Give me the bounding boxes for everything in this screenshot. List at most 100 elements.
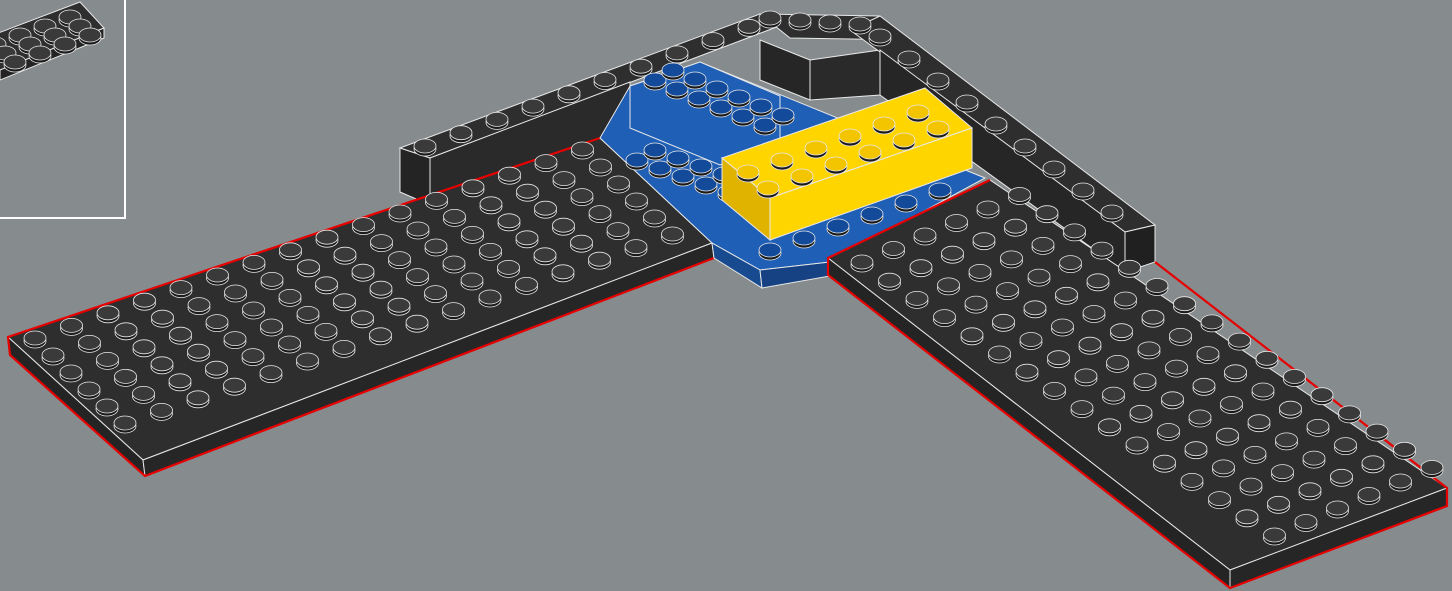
stud [1280,401,1302,418]
stud [690,159,712,176]
stud [260,366,282,383]
stud [993,314,1015,331]
stud [572,142,594,159]
stud [261,319,283,336]
stud [151,403,173,420]
stud [389,252,411,269]
stud [1209,492,1231,509]
stud [1119,260,1141,277]
stud [644,210,666,227]
stud [589,206,611,223]
stud [79,28,101,45]
stud [873,117,895,134]
stud [907,105,929,122]
stud [1130,405,1152,422]
stud [1115,292,1137,309]
stud [1087,274,1109,291]
stud [552,265,574,282]
stud [207,268,229,285]
stud [1264,528,1286,545]
stud [97,352,119,369]
stud [946,215,968,232]
stud [1311,388,1333,405]
stud [1103,387,1125,404]
stud [42,348,64,365]
stud [1158,424,1180,441]
stud [1185,442,1207,459]
stud [462,180,484,197]
stud [819,15,841,32]
stud [61,318,83,335]
stud [737,165,759,182]
stud [1099,419,1121,436]
stud [1299,483,1321,500]
stud [1071,401,1093,418]
stud [1307,419,1329,436]
stud [1154,455,1176,472]
stud [498,214,520,231]
stud [316,230,338,247]
stud [1358,488,1380,505]
stud [805,141,827,158]
stud [851,255,873,272]
stud [571,189,593,206]
stud [607,223,629,240]
stud [961,328,983,345]
stud [973,233,995,250]
stud [1028,269,1050,286]
stud [849,17,871,34]
stud [243,255,265,272]
stud [1339,406,1361,423]
stud [1248,415,1270,432]
stud [443,256,465,273]
stud [684,72,706,89]
stud [298,260,320,277]
stud [206,361,228,378]
stud [827,219,849,236]
stud [1295,515,1317,532]
stud [170,281,192,298]
stud [134,293,156,310]
stud [1221,397,1243,414]
stud [956,95,978,112]
stud [759,11,781,28]
stud [667,151,689,168]
stud [942,246,964,263]
stud [1079,337,1101,354]
stud [1138,342,1160,359]
stud [261,272,283,289]
stud [938,278,960,295]
stud [1240,478,1262,495]
stud [407,222,429,239]
stud [702,33,724,50]
stud [535,155,557,172]
stud [750,99,772,116]
stud [914,228,936,245]
stud [906,291,928,308]
stud [706,81,728,98]
stud [1032,237,1054,254]
stud [443,303,465,320]
stud [206,315,228,332]
stud [1014,139,1036,156]
stud [1072,183,1094,200]
stud [480,197,502,214]
stud [1020,333,1042,350]
stud [590,159,612,176]
stud [517,184,539,201]
stud [1327,501,1349,518]
stud [1107,355,1129,372]
stud [516,277,538,294]
stud [571,235,593,252]
stud [1252,383,1274,400]
stud [1036,206,1058,223]
stud [280,243,302,260]
stud [1024,301,1046,318]
stud [29,46,51,63]
stud [187,391,209,408]
stud [625,240,647,257]
stud [626,193,648,210]
stud [791,169,813,186]
stud [1390,474,1412,491]
stud [24,331,46,348]
